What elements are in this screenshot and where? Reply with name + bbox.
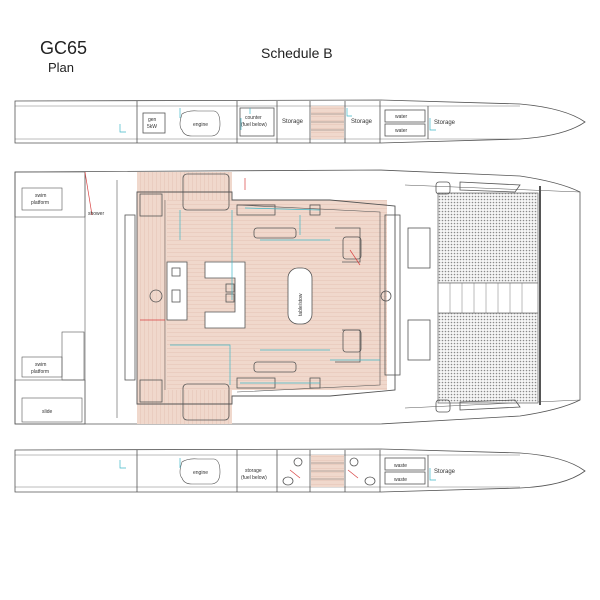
schedule-title: Schedule B [261,45,333,61]
deck-plan [14,169,581,425]
plan-subtitle: Plan [48,60,75,75]
upper-hull-outline [14,99,586,144]
lower-storage-bow-label: Storage [434,469,456,475]
upper-hull [14,99,586,144]
gen-label: gen [148,117,157,123]
water-tank-2 [384,123,426,137]
salon-teak [167,200,387,390]
gen-box [142,112,166,134]
trampoline-net-2 [437,312,539,404]
waste-label-2: waste [394,477,407,483]
table-label: table/stow [298,293,304,316]
galley-counter [166,261,188,321]
water-label-1: water [395,114,408,120]
deck-accents-cyan [170,207,380,385]
shower-label: shower [88,211,104,217]
trampoline-net-1 [437,192,539,284]
waste-tank-1 [384,457,426,471]
upper-engine-label: engine [193,122,208,128]
deck-accents-red [84,171,361,321]
slide-label: slide [42,409,53,415]
lower-storage-label: storage [245,468,262,474]
storage-label-1: Storage [282,119,304,125]
counter-label: counter [245,115,262,121]
waste-tank-2 [384,471,426,485]
swim-top-label-2: platform [31,200,49,206]
storage-label-2: Storage [351,119,373,125]
forward-catwalk [437,282,539,314]
lower-engine-shape [179,458,221,485]
lower-engine-label: engine [193,470,208,476]
lower-storage-note-label: (fuel below) [241,475,267,481]
settee [204,261,246,329]
gen-power-label: 5kW [147,124,157,130]
counter-note-label: (fuel below) [241,122,267,128]
swim-platform-top [21,187,63,211]
lower-hull [14,448,586,493]
water-tank-1 [384,109,426,123]
table [287,267,313,325]
waste-label-1: waste [394,463,407,469]
swim-top-label-1: swim [35,193,46,199]
counter-box [239,107,275,137]
lower-hull-outline [14,448,586,493]
storage-bow-label: Storage [434,120,456,126]
model-title: GC65 [40,38,88,58]
water-label-2: water [395,128,408,134]
slide-box [21,397,83,423]
upper-engine-shape [179,110,221,137]
swim-bottom-label-2: platform [31,369,49,375]
swim-bottom-label-1: swim [35,362,46,368]
